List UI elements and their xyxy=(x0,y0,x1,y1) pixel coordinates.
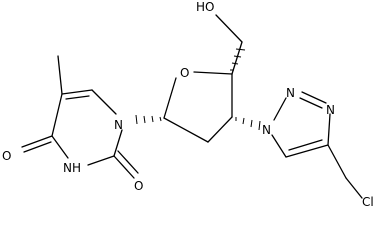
stereo-bond-c4prime-ch2 xyxy=(230,48,246,71)
triazole-n2-label: N xyxy=(286,86,295,100)
bond-n1-c6 xyxy=(91,89,117,115)
atom-labels: HO O O NH N O N N N Cl xyxy=(2,0,374,209)
bond-n3-c2 xyxy=(87,155,115,166)
bond-oring-c1prime xyxy=(163,77,177,119)
chlorine-label: Cl xyxy=(362,195,374,209)
bond-c4-n3 xyxy=(51,135,69,159)
stereo-bond-c3prime-triazole xyxy=(235,117,261,131)
bond-c5-methyl xyxy=(57,55,63,95)
bond-c1prime-c2prime xyxy=(163,117,209,143)
ring-oxygen-label: O xyxy=(180,66,189,80)
bond-c2prime-c3prime xyxy=(207,116,233,143)
bond-c6-c5 xyxy=(61,89,93,95)
bond-c2-o2-double xyxy=(117,150,139,174)
bond-c5t-n1t xyxy=(271,134,287,158)
bond-c4-o4 xyxy=(21,135,53,148)
imide-nh-label: NH xyxy=(63,161,81,175)
bond-ch2-oh xyxy=(215,14,243,43)
hydroxyl-label: HO xyxy=(196,0,214,14)
bond-c4t-ch2 xyxy=(327,144,347,179)
chemical-structure: HO O O NH N O N N N Cl xyxy=(2,0,374,209)
carbonyl-oxygen-c2-label: O xyxy=(134,179,143,193)
triazole-n1-label: N xyxy=(262,123,271,137)
bond-c4prime-ch2 xyxy=(231,41,243,75)
bond-n3t-c4t xyxy=(327,113,331,146)
bond-c4t-c5t-double xyxy=(288,139,323,151)
bond-c5-c4 xyxy=(51,93,63,137)
bond-c2-o2 xyxy=(113,155,135,179)
bond-c4t-c5t xyxy=(285,144,329,158)
stereo-bond-c1prime-n1 xyxy=(135,114,162,125)
carbonyl-oxygen-c4-label: O xyxy=(2,149,11,163)
uracil-n1-label: N xyxy=(114,118,123,132)
bond-n2t-n3t xyxy=(301,91,327,104)
bond-ch2-cl xyxy=(345,177,363,199)
bond-n1t-n2t xyxy=(273,97,287,121)
bond-c4-o4-double xyxy=(23,141,52,153)
triazole-n3-label: N xyxy=(326,103,335,117)
bond-n2t-n3t-double xyxy=(299,97,323,109)
bond-c4prime-oring xyxy=(193,71,233,75)
bond-c6-c5-double xyxy=(65,95,90,100)
bonds xyxy=(21,14,363,199)
bond-c2-n1 xyxy=(113,129,123,157)
